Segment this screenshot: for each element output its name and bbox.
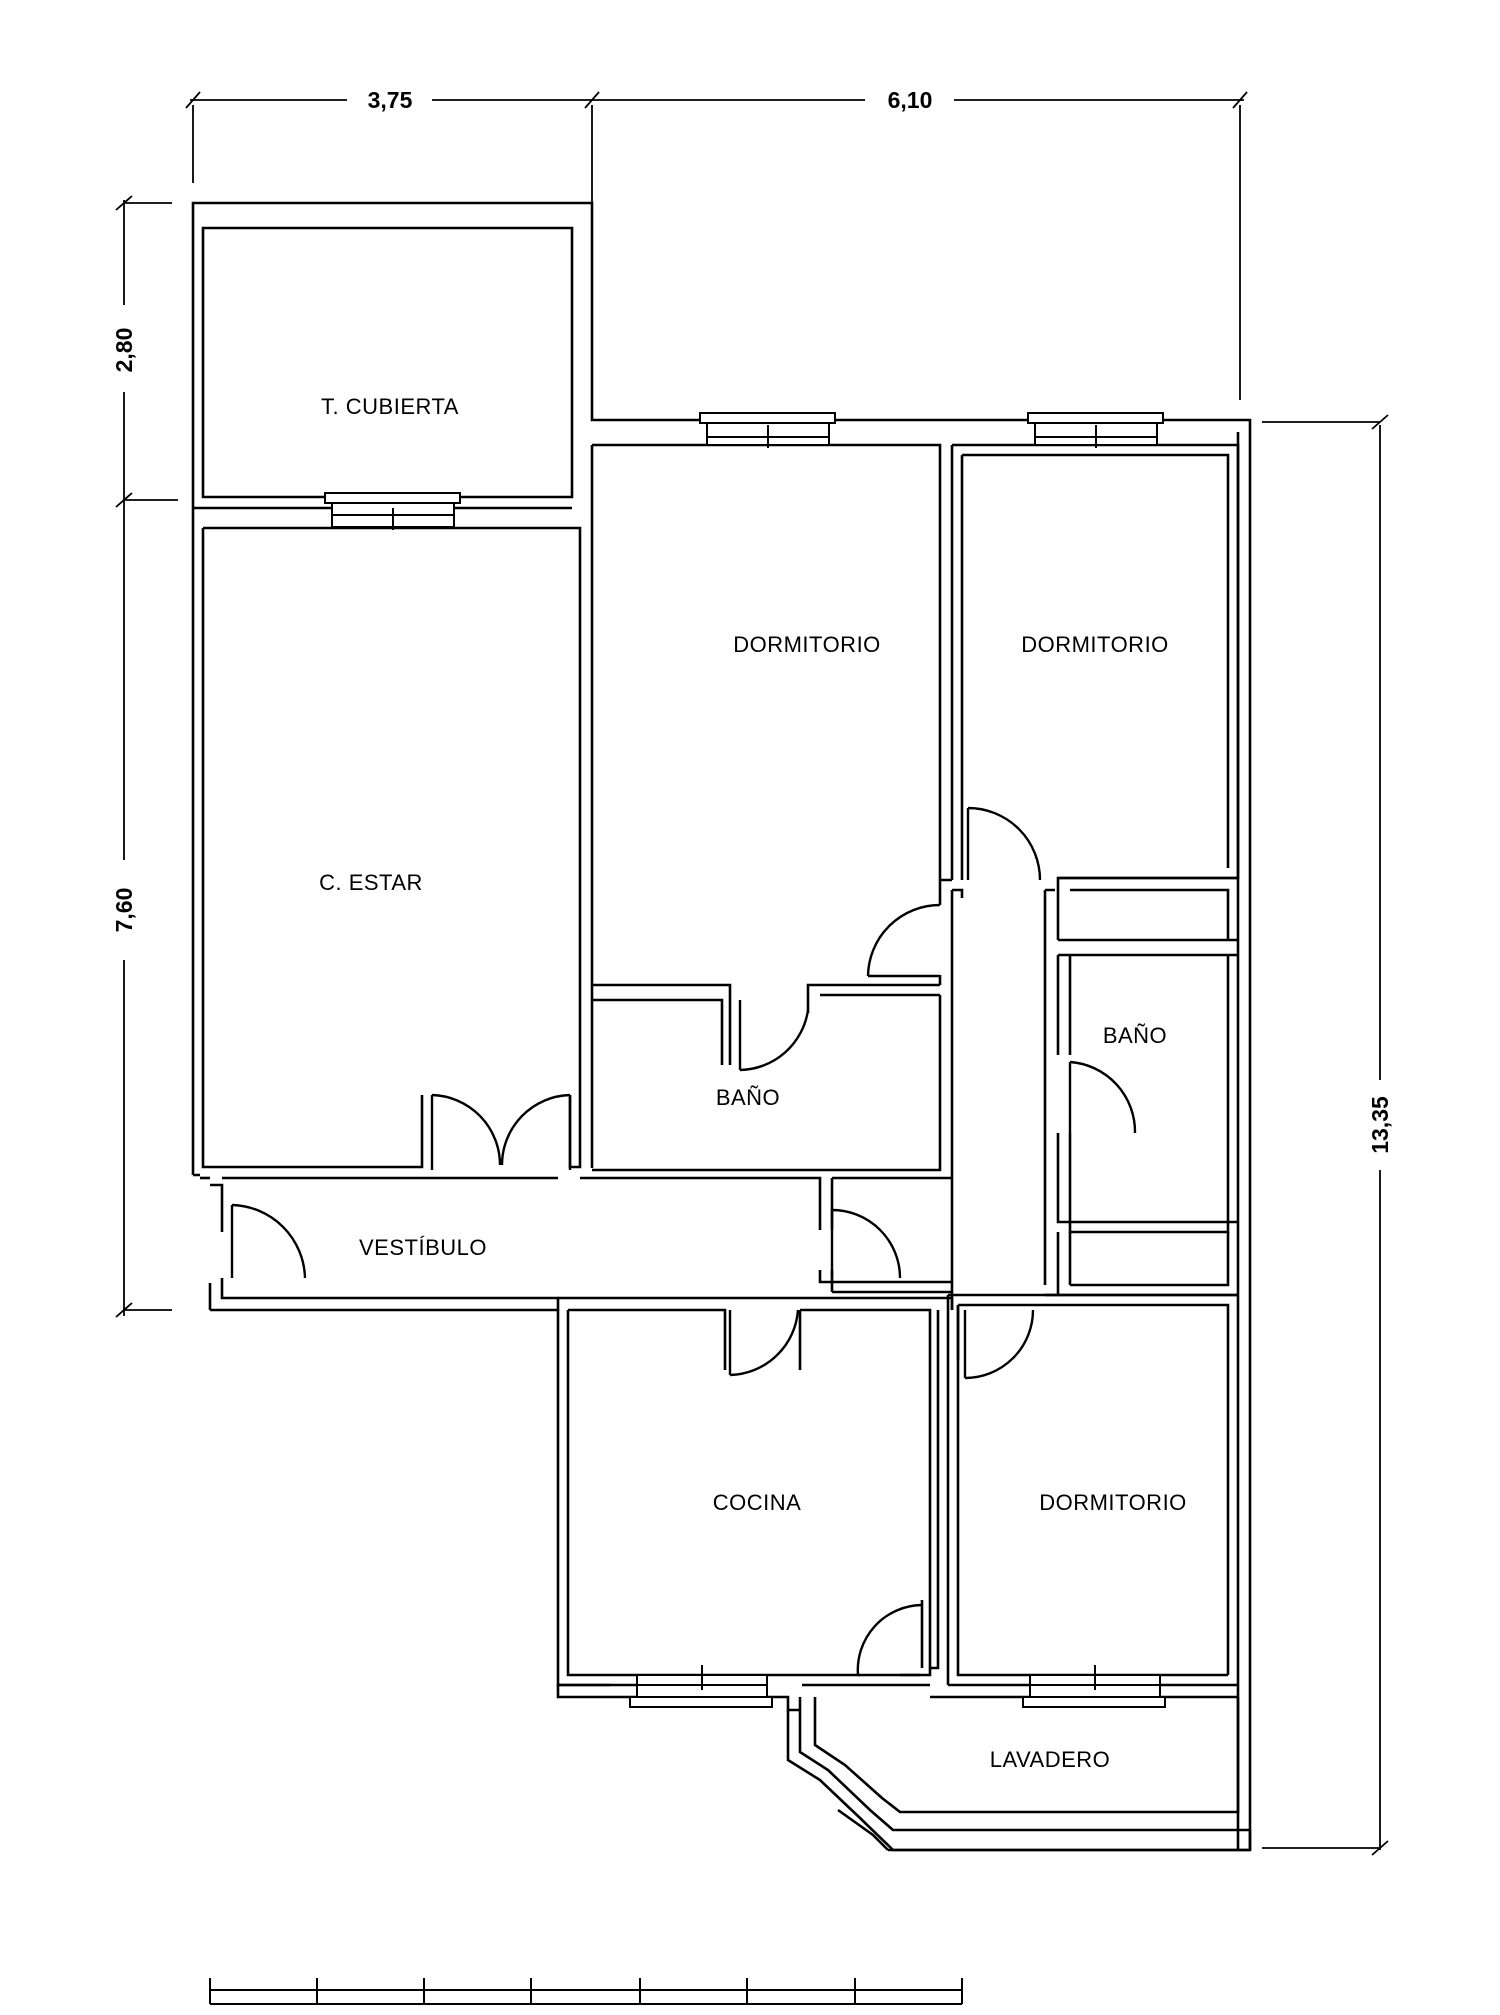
room-label-vestibulo: VESTÍBULO <box>359 1235 487 1260</box>
windows <box>324 412 1166 1708</box>
room-label-dormitorio-1: DORMITORIO <box>733 632 881 657</box>
room-label-dormitorio-2: DORMITORIO <box>1021 632 1169 657</box>
dim-label-top-left: 3,75 <box>368 87 413 113</box>
room-label-lavadero: LAVADERO <box>990 1747 1111 1772</box>
room-label-t-cubierta: T. CUBIERTA <box>321 394 459 419</box>
dim-label-top-right: 6,10 <box>888 87 933 113</box>
dim-label-left-upper: 2,80 <box>111 328 137 373</box>
room-label-bano-2: BAÑO <box>1103 1023 1167 1048</box>
dim-label-right: 13,35 <box>1367 1096 1393 1154</box>
room-label-bano-1: BAÑO <box>716 1085 780 1110</box>
dim-label-left-lower: 7,60 <box>111 888 137 933</box>
dimension-lines <box>115 91 1389 1856</box>
room-label-dormitorio-3: DORMITORIO <box>1039 1490 1187 1515</box>
room-label-cocina: COCINA <box>713 1490 802 1515</box>
doors <box>230 806 1137 1677</box>
scale-bar <box>209 1978 963 2005</box>
room-label-c-estar: C. ESTAR <box>319 870 423 895</box>
